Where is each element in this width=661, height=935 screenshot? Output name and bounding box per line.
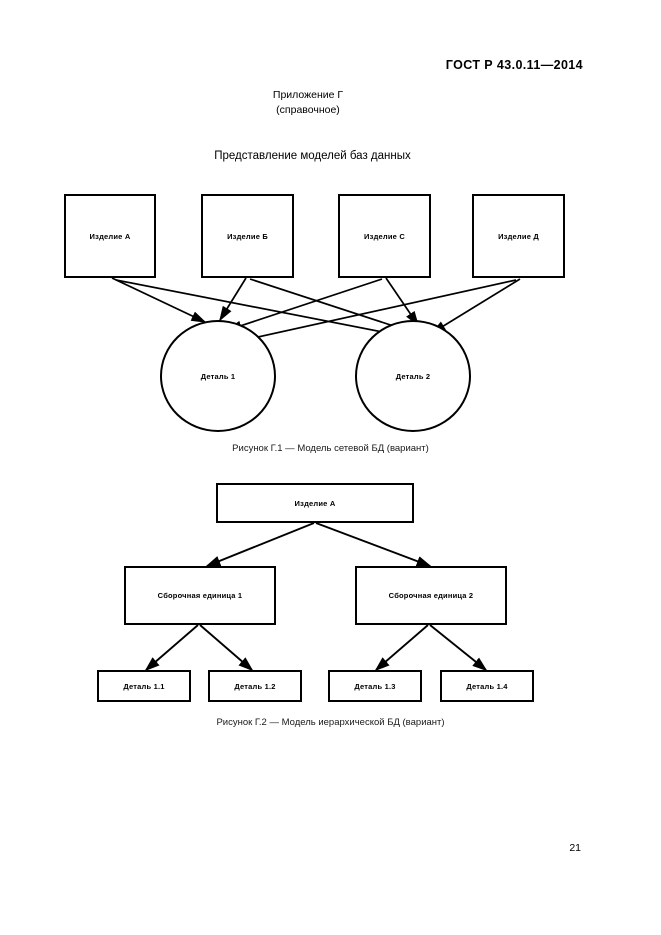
detail-box-1-4: Деталь 1.4 — [440, 670, 534, 702]
product-box-c: Изделие С — [338, 194, 431, 278]
page-number: 21 — [569, 842, 581, 854]
assembly-box-1: Сборочная единица 1 — [124, 566, 276, 625]
product-box-b-label: Изделие Б — [227, 231, 268, 241]
detail-box-1-3-label: Деталь 1.3 — [354, 681, 396, 691]
detail-box-1-4-label: Деталь 1.4 — [466, 681, 508, 691]
product-box-a-label: Изделие А — [89, 231, 131, 241]
standard-number-header: ГОСТ Р 43.0.11—2014 — [445, 58, 583, 72]
detail-box-1-1: Деталь 1.1 — [97, 670, 191, 702]
assembly-box-2: Сборочная единица 2 — [355, 566, 507, 625]
figure-2-caption: Рисунок Г.2 — Модель иерархической БД (в… — [216, 717, 445, 728]
appendix-heading: Приложение Г (справочное) — [0, 88, 661, 118]
root-product-box: Изделие А — [216, 483, 414, 523]
detail-box-1-2: Деталь 1.2 — [208, 670, 302, 702]
product-box-b: Изделие Б — [201, 194, 294, 278]
part-circle-2-label: Деталь 2 — [395, 371, 431, 381]
detail-box-1-3: Деталь 1.3 — [328, 670, 422, 702]
assembly-box-1-label: Сборочная единица 1 — [157, 591, 243, 600]
product-box-a: Изделие А — [64, 194, 156, 278]
product-box-c-label: Изделие С — [364, 231, 405, 241]
root-product-box-label: Изделие А — [294, 498, 336, 508]
part-circle-1: Деталь 1 — [160, 320, 276, 432]
part-circle-1-label: Деталь 1 — [200, 371, 236, 381]
appendix-label: Приложение Г — [272, 89, 344, 101]
detail-box-1-1-label: Деталь 1.1 — [123, 681, 165, 691]
assembly-box-2-label: Сборочная единица 2 — [388, 591, 474, 600]
product-box-d: Изделие Д — [472, 194, 565, 278]
part-circle-2: Деталь 2 — [355, 320, 471, 432]
section-title: Представление моделей баз данных — [214, 150, 411, 162]
detail-box-1-2-label: Деталь 1.2 — [234, 681, 276, 691]
product-box-d-label: Изделие Д — [498, 231, 539, 241]
appendix-kind: (справочное) — [276, 104, 340, 116]
figure-1-caption: Рисунок Г.1 — Модель сетевой БД (вариант… — [232, 443, 429, 454]
